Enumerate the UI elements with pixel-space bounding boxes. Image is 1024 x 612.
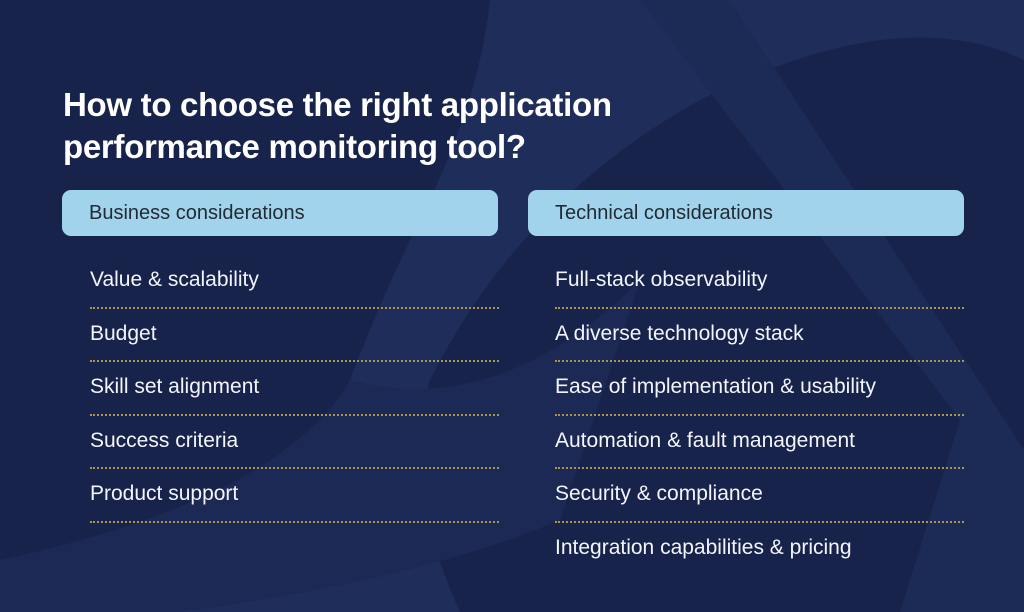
page-title: How to choose the right application perf… bbox=[63, 84, 612, 168]
list-item: Success criteria bbox=[90, 416, 499, 469]
list-item: Budget bbox=[90, 309, 499, 362]
list-item: Value & scalability bbox=[90, 255, 499, 309]
list-item: Full-stack observability bbox=[555, 255, 964, 309]
title-line-2: performance monitoring tool? bbox=[63, 128, 526, 165]
technical-considerations-header: Technical considerations bbox=[528, 190, 964, 236]
list-item: Product support bbox=[90, 469, 499, 523]
list-item: Automation & fault management bbox=[555, 416, 964, 469]
list-item: Integration capabilities & pricing bbox=[555, 535, 852, 559]
list-item: Skill set alignment bbox=[90, 362, 499, 416]
technical-considerations-list: Full-stack observability A diverse techn… bbox=[555, 255, 964, 576]
business-considerations-header: Business considerations bbox=[62, 190, 498, 236]
list-item: Security & compliance bbox=[555, 469, 964, 523]
list-item: A diverse technology stack bbox=[555, 309, 964, 362]
title-line-1: How to choose the right application bbox=[63, 86, 612, 123]
background-lower-shape bbox=[0, 280, 640, 612]
business-considerations-list: Value & scalability Budget Skill set ali… bbox=[90, 255, 499, 523]
list-item: Ease of implementation & usability bbox=[555, 362, 964, 416]
background-chevron-shape bbox=[640, 0, 1024, 612]
